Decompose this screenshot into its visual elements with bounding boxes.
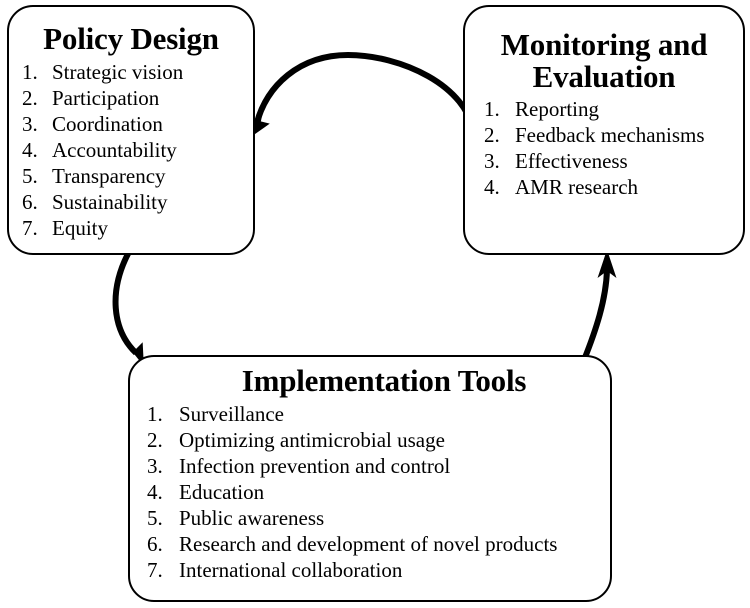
list-item-number: 5. xyxy=(22,163,38,188)
list-item-number: 4. xyxy=(147,479,163,504)
list-item: 2. Participation xyxy=(22,85,253,111)
node-title-policy-design: Policy Design xyxy=(43,21,219,56)
list-item: 2. Optimizing antimicrobial usage xyxy=(147,427,610,453)
list-item-label: Equity xyxy=(52,215,108,240)
list-item-number: 1. xyxy=(484,97,500,122)
list-item-number: 4. xyxy=(484,175,500,200)
list-item-number: 2. xyxy=(22,85,38,110)
list-item: 6. Sustainability xyxy=(22,189,253,215)
arrow-policy-to-implementation xyxy=(112,248,144,367)
node-implementation-tools[interactable]: Implementation Tools 1. Surveillance 2. … xyxy=(128,355,612,602)
list-item-number: 1. xyxy=(147,401,163,426)
list-item: 7. Equity xyxy=(22,215,253,241)
node-monitoring-and-evaluation[interactable]: Monitoring and Evaluation 1. Reporting 2… xyxy=(463,5,745,255)
node-title-monitoring-and-evaluation: Monitoring and Evaluation xyxy=(465,29,743,92)
list-item-label: Public awareness xyxy=(179,505,325,530)
node-title-implementation-tools: Implementation Tools xyxy=(241,363,527,398)
list-item-number: 7. xyxy=(147,557,163,582)
list-item-label: Optimizing antimicrobial usage xyxy=(179,427,445,452)
list-item-label: Coordination xyxy=(52,111,163,136)
list-item-number: 7. xyxy=(22,215,38,240)
list-item: 3. Coordination xyxy=(22,111,253,137)
list-item-label: International collaboration xyxy=(179,557,403,582)
list-item-label: Surveillance xyxy=(179,401,284,426)
list-item-label: Strategic vision xyxy=(52,59,184,84)
arrow-implementation-to-monitoring xyxy=(581,249,617,362)
list-item-label: Transparency xyxy=(52,163,166,188)
list-item-number: 1. xyxy=(22,59,38,84)
list-item-label: AMR research xyxy=(515,175,639,200)
item-list-implementation-tools: 1. Surveillance 2. Optimizing antimicrob… xyxy=(130,401,610,583)
list-item: 6. Research and development of novel pro… xyxy=(147,531,610,557)
list-item-number: 2. xyxy=(484,123,500,148)
list-item: 1. Reporting xyxy=(484,96,743,122)
arrow-monitoring-to-policy xyxy=(249,51,477,139)
list-item-number: 6. xyxy=(147,531,163,556)
list-item-label: Participation xyxy=(52,85,160,110)
list-item: 3. Infection prevention and control xyxy=(147,453,610,479)
list-item: 3. Effectiveness xyxy=(484,148,743,174)
item-list-monitoring-and-evaluation: 1. Reporting 2. Feedback mechanisms 3. E… xyxy=(465,96,743,200)
node-policy-design[interactable]: Policy Design 1. Strategic vision 2. Par… xyxy=(7,5,255,255)
list-item-number: 5. xyxy=(147,505,163,530)
list-item-label: Research and development of novel produc… xyxy=(179,531,558,556)
list-item-number: 2. xyxy=(147,427,163,452)
item-list-policy-design: 1. Strategic vision 2. Participation 3. … xyxy=(9,59,253,241)
list-item: 1. Strategic vision xyxy=(22,59,253,85)
list-item: 5. Transparency xyxy=(22,163,253,189)
list-item-label: Education xyxy=(179,479,265,504)
list-item-label: Accountability xyxy=(52,137,177,162)
list-item: 2. Feedback mechanisms xyxy=(484,122,743,148)
list-item-number: 3. xyxy=(484,149,500,174)
list-item-label: Sustainability xyxy=(52,189,168,214)
list-item: 4. Education xyxy=(147,479,610,505)
list-item: 1. Surveillance xyxy=(147,401,610,427)
list-item-number: 6. xyxy=(22,189,38,214)
list-item-label: Effectiveness xyxy=(515,149,628,174)
list-item: 7. International collaboration xyxy=(147,557,610,583)
list-item-number: 3. xyxy=(22,111,38,136)
list-item: 5. Public awareness xyxy=(147,505,610,531)
list-item-number: 4. xyxy=(22,137,38,162)
node-title-line-1: Monitoring and xyxy=(500,27,708,62)
list-item-label: Feedback mechanisms xyxy=(515,123,705,148)
list-item-number: 3. xyxy=(147,453,163,478)
node-title-line-2: Evaluation xyxy=(532,58,676,94)
list-item-label: Infection prevention and control xyxy=(179,453,451,478)
list-item: 4. AMR research xyxy=(484,174,743,200)
list-item: 4. Accountability xyxy=(22,137,253,163)
list-item-label: Reporting xyxy=(515,97,599,122)
